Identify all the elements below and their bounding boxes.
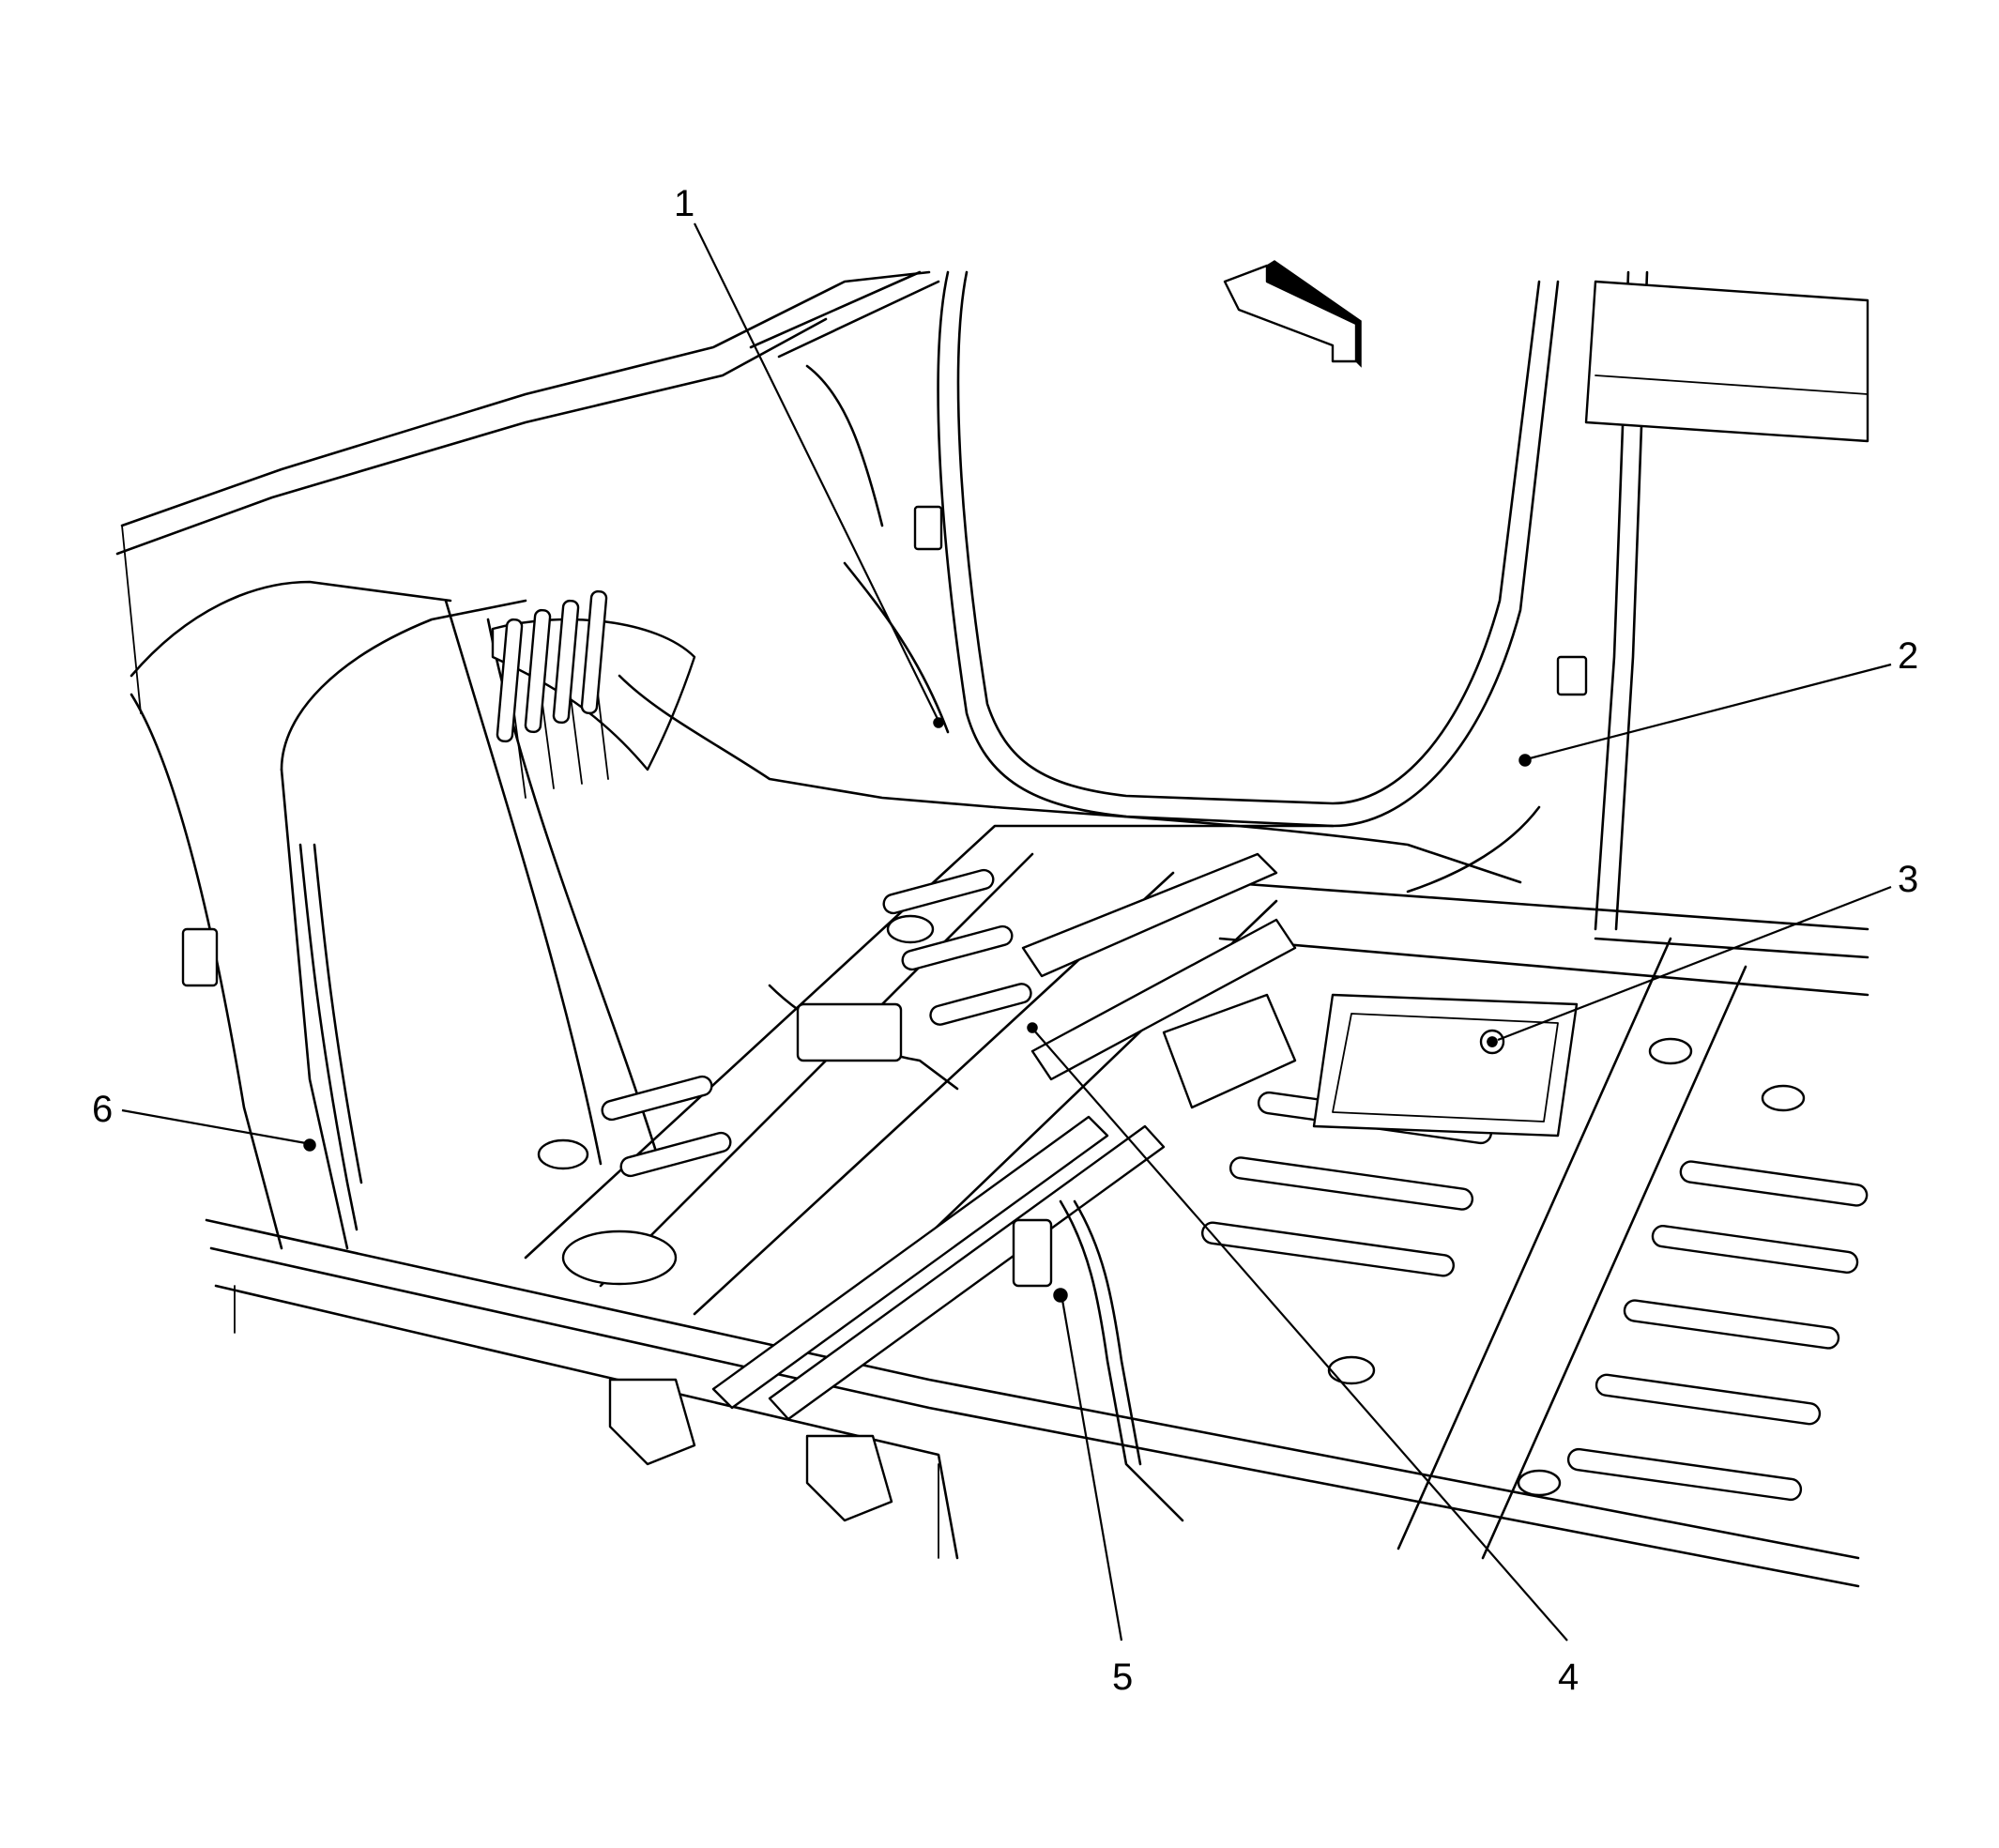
leader-5 [1061,1299,1123,1642]
callout-4: 4 [1558,1657,1579,1698]
seat-track-rails [711,852,1297,1421]
electrical-connectors [181,505,1588,1303]
forward-arrow-icon [1223,260,1362,368]
upper-body-rails [121,270,940,714]
floor-pan [205,824,1869,1588]
callout-3: 3 [1898,859,1918,900]
leader-1 [694,222,939,722]
callout-labels: 1 2 3 4 5 6 [92,183,1918,1698]
fastener-2-icon [1518,754,1532,767]
callout-6: 6 [92,1089,113,1130]
seat-module-icon [796,1002,903,1062]
access-panel [1312,993,1579,1138]
callout-2: 2 [1898,635,1918,677]
leader-2 [1529,663,1892,760]
rocker-sill [234,1285,939,1559]
callout-5: 5 [1112,1657,1133,1698]
leader-6 [121,1108,307,1145]
callout-leaders [121,222,1892,1642]
fastener-1-icon [933,717,944,728]
floor-ribs-left [601,868,1032,1178]
connector-pillar-icon [1556,655,1588,696]
connector-left-icon [181,927,219,987]
callout-1: 1 [674,183,694,224]
leader-3 [1497,885,1892,1042]
fastener-4-icon [1027,1022,1038,1033]
fastener-6-icon [303,1138,316,1152]
left-wheelhouse-panel [115,270,931,1250]
leader-4 [1033,1030,1568,1642]
connector-floor-icon [1012,1218,1053,1288]
wiring-harness [298,561,1541,1522]
fastener-3-icon [1487,1036,1498,1047]
wheelhouse-vent-slots [496,589,608,743]
connector-upper-icon [913,505,943,551]
floor-grommets [537,914,1806,1497]
fastener-5-icon [1053,1288,1068,1303]
door-opening-frame [937,270,1869,931]
